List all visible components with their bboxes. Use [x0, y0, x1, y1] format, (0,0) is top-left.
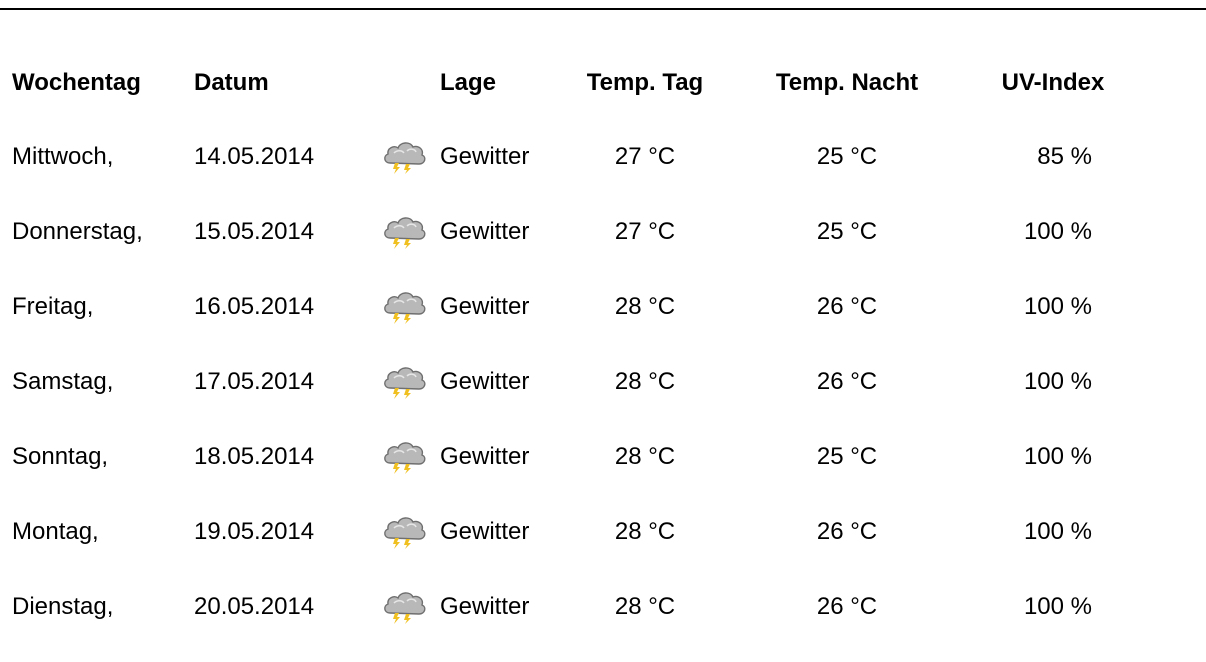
temp-day-cell: 27 °C: [614, 143, 676, 170]
temp-day-cell: 28 °C: [614, 593, 676, 620]
temp-night-cell: 25 °C: [816, 143, 878, 170]
uv-index-cell: 100 %: [1023, 518, 1092, 545]
condition-cell: Gewitter: [440, 368, 530, 395]
date-cell: 15.05.2014: [194, 218, 315, 245]
weekday-cell: Donnerstag,: [12, 218, 143, 245]
condition-cell: Gewitter: [440, 293, 530, 320]
condition-cell: Gewitter: [440, 593, 530, 620]
condition-cell: Gewitter: [440, 143, 530, 170]
table-row: Sonntag, 18.05.2014 Gewitter 28 °C 25 °C…: [0, 437, 1206, 477]
date-cell: 17.05.2014: [194, 368, 315, 395]
date-cell: 16.05.2014: [194, 293, 315, 320]
header-condition: Lage: [440, 69, 497, 96]
temp-day-cell: 28 °C: [614, 368, 676, 395]
thunderstorm-icon: [381, 437, 427, 477]
uv-index-cell: 100 %: [1023, 443, 1092, 470]
table-header-row: Wochentag Datum Lage Temp. Tag Temp. Nac…: [0, 63, 1206, 103]
table-row: Montag, 19.05.2014 Gewitter 28 °C 26 °C …: [0, 512, 1206, 552]
thunderstorm-icon: [381, 512, 427, 552]
date-cell: 18.05.2014: [194, 443, 315, 470]
weekday-cell: Mittwoch,: [12, 143, 114, 170]
condition-cell: Gewitter: [440, 518, 530, 545]
temp-night-cell: 26 °C: [816, 593, 878, 620]
table-row: Dienstag, 20.05.2014 Gewitter 28 °C 26 °…: [0, 587, 1206, 627]
uv-index-cell: 100 %: [1023, 218, 1092, 245]
header-uv-index: UV-Index: [1001, 69, 1105, 96]
temp-day-cell: 27 °C: [614, 218, 676, 245]
temp-day-cell: 28 °C: [614, 293, 676, 320]
header-weekday: Wochentag: [12, 69, 141, 96]
uv-index-cell: 85 %: [1037, 143, 1092, 170]
thunderstorm-icon: [381, 362, 427, 402]
header-date: Datum: [194, 69, 269, 96]
date-cell: 14.05.2014: [194, 143, 315, 170]
condition-cell: Gewitter: [440, 443, 530, 470]
uv-index-cell: 100 %: [1023, 593, 1092, 620]
weekday-cell: Dienstag,: [12, 593, 114, 620]
temp-night-cell: 26 °C: [816, 293, 878, 320]
top-divider: [0, 8, 1206, 10]
table-row: Freitag, 16.05.2014 Gewitter 28 °C 26 °C…: [0, 287, 1206, 327]
temp-day-cell: 28 °C: [614, 518, 676, 545]
weekday-cell: Sonntag,: [12, 443, 109, 470]
date-cell: 20.05.2014: [194, 593, 315, 620]
thunderstorm-icon: [381, 212, 427, 252]
thunderstorm-icon: [381, 137, 427, 177]
uv-index-cell: 100 %: [1023, 368, 1092, 395]
temp-night-cell: 25 °C: [816, 443, 878, 470]
temp-day-cell: 28 °C: [614, 443, 676, 470]
header-temp-day: Temp. Tag: [586, 69, 704, 96]
table-row: Donnerstag, 15.05.2014 Gewitter 27 °C 25…: [0, 212, 1206, 252]
condition-cell: Gewitter: [440, 218, 530, 245]
header-temp-night: Temp. Nacht: [775, 69, 919, 96]
thunderstorm-icon: [381, 287, 427, 327]
thunderstorm-icon: [381, 587, 427, 627]
weekday-cell: Montag,: [12, 518, 99, 545]
weekday-cell: Samstag,: [12, 368, 114, 395]
temp-night-cell: 26 °C: [816, 518, 878, 545]
table-row: Samstag, 17.05.2014 Gewitter 28 °C 26 °C…: [0, 362, 1206, 402]
date-cell: 19.05.2014: [194, 518, 315, 545]
table-row: Mittwoch, 14.05.2014 Gewitter 27 °C 25 °…: [0, 137, 1206, 177]
temp-night-cell: 25 °C: [816, 218, 878, 245]
weekday-cell: Freitag,: [12, 293, 94, 320]
uv-index-cell: 100 %: [1023, 293, 1092, 320]
temp-night-cell: 26 °C: [816, 368, 878, 395]
